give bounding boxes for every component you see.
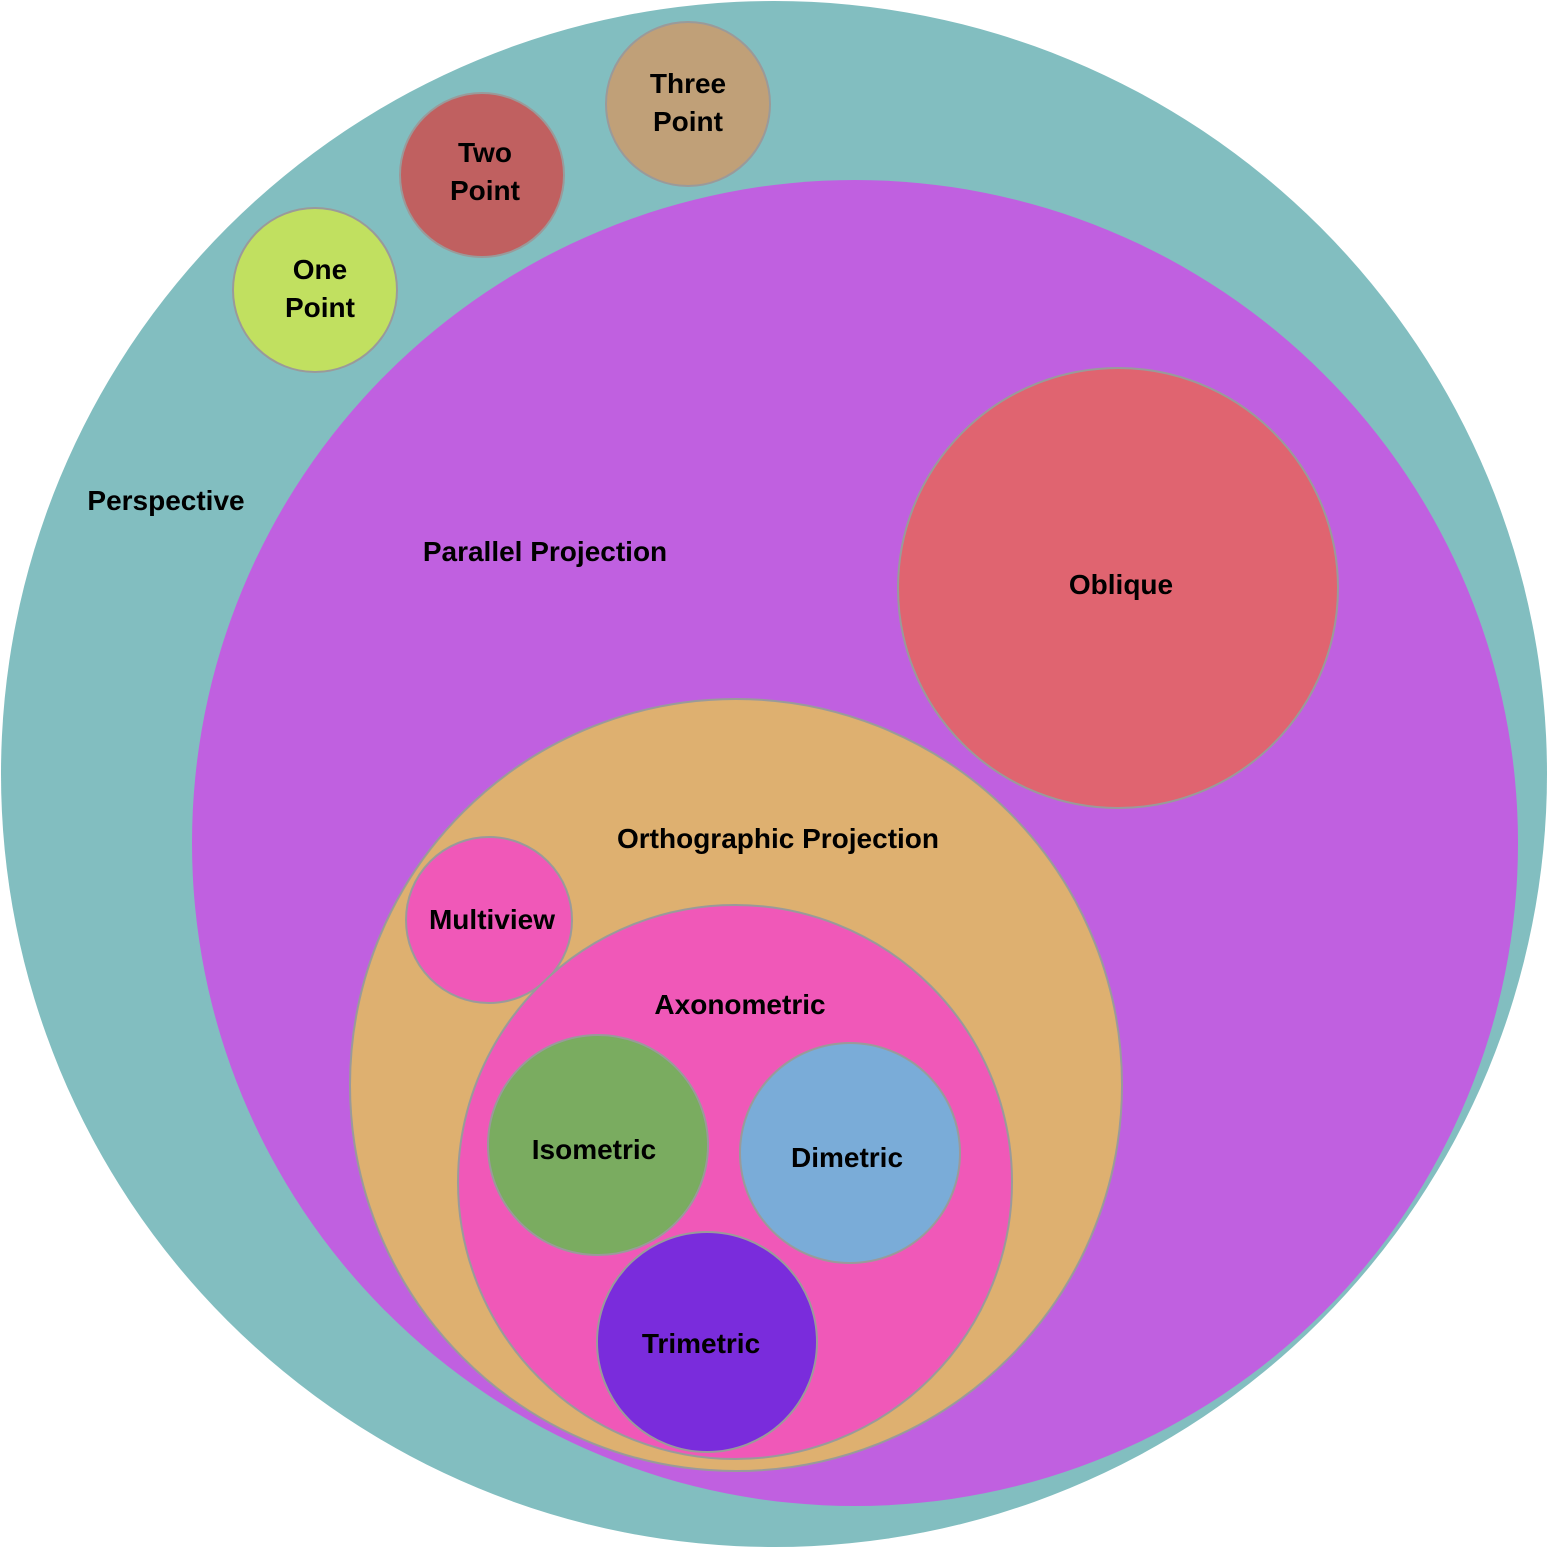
axonometric-label-line: Axonometric [654,989,825,1020]
isometric-label: Isometric [532,1134,657,1165]
axonometric-label: Axonometric [654,989,825,1020]
multiview-label-line: Multiview [429,904,555,935]
parallel-label: Parallel Projection [423,536,667,567]
one-point-circle [232,207,398,373]
node-oblique: Oblique [897,367,1339,809]
dimetric-label-line: Dimetric [791,1142,903,1173]
two-point-circle [399,92,565,258]
node-dimetric: Dimetric [739,1042,961,1264]
multiview-label: Multiview [429,904,555,935]
one-point-label-line: Point [285,292,355,323]
trimetric-label: Trimetric [642,1328,760,1359]
orthographic-label: Orthographic Projection [617,823,939,854]
three-point-circle [605,21,771,187]
two-point-label-line: Point [450,175,520,206]
orthographic-label-line: Orthographic Projection [617,823,939,854]
perspective-label: Perspective [87,485,244,516]
multiview-circle [405,836,573,1004]
trimetric-circle [596,1231,818,1453]
oblique-label-line: Oblique [1069,569,1173,600]
node-isometric: Isometric [487,1034,709,1256]
parallel-label-line: Parallel Projection [423,536,667,567]
dimetric-circle [739,1042,961,1264]
three-point-label-line: Three [650,68,726,99]
one-point-label-line: One [293,254,347,285]
isometric-label-line: Isometric [532,1134,657,1165]
trimetric-label-line: Trimetric [642,1328,760,1359]
two-point-label-line: Two [458,137,512,168]
three-point-label-line: Point [653,106,723,137]
node-trimetric: Trimetric [596,1231,818,1453]
perspective-label-line: Perspective [87,485,244,516]
oblique-label: Oblique [1069,569,1173,600]
oblique-circle [897,367,1339,809]
dimetric-label: Dimetric [791,1142,903,1173]
isometric-circle [487,1034,709,1256]
node-multiview: Multiview [405,836,573,1004]
